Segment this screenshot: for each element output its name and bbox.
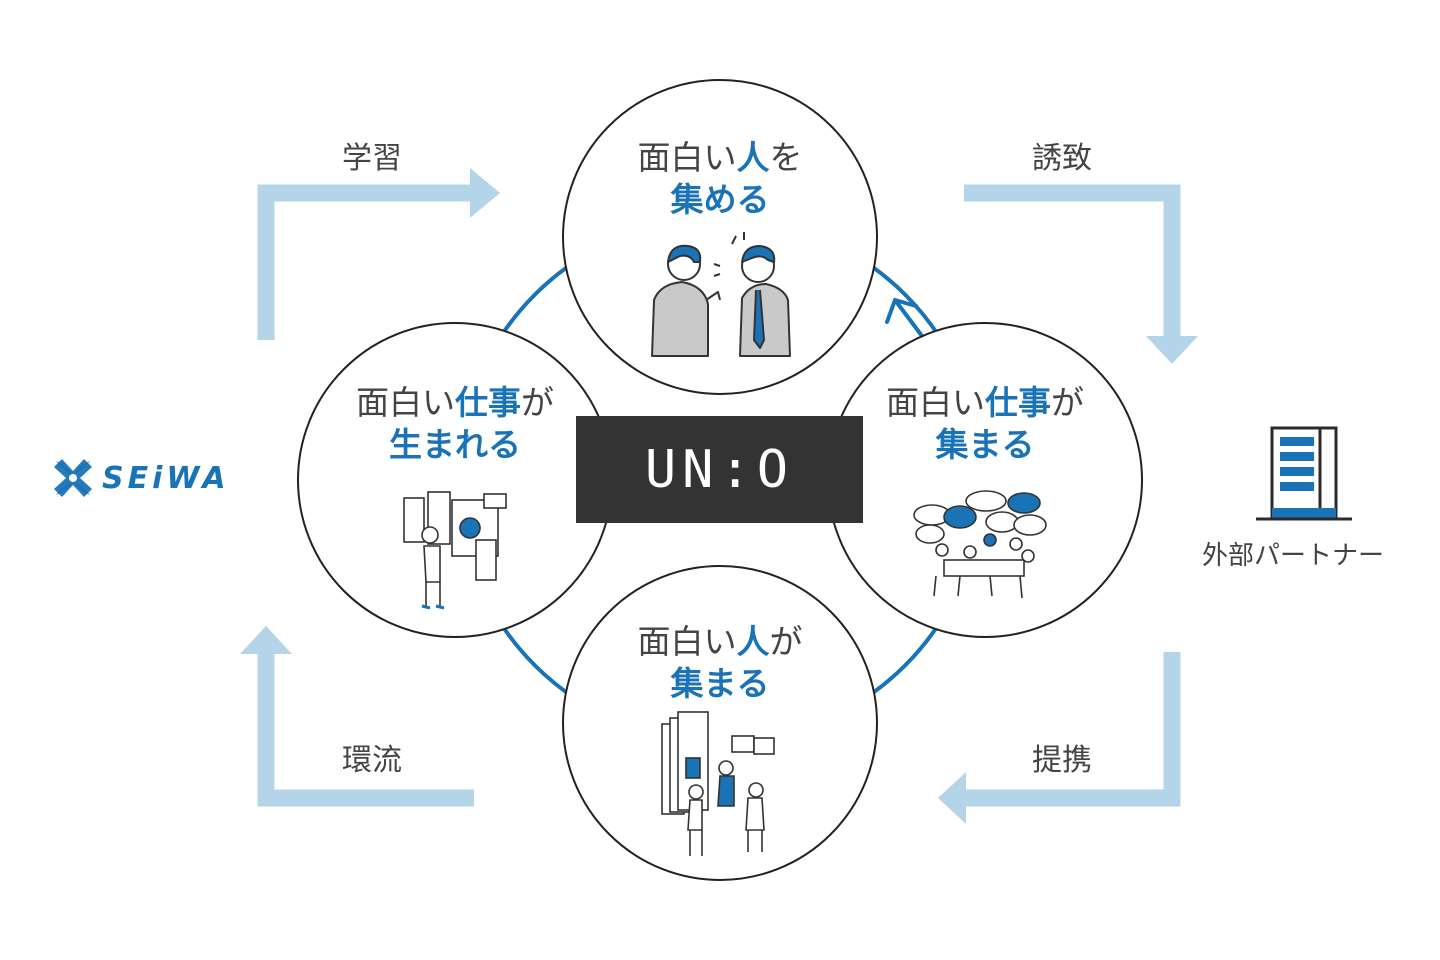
building-icon <box>1256 426 1352 521</box>
flow-arrow-bottom-right <box>938 652 1181 824</box>
circle-right <box>827 322 1143 638</box>
circle-top-caption: 面白い人を 集める <box>560 137 880 221</box>
flow-label-top-left: 学習 <box>342 141 402 176</box>
seiwa-logo: SEiWA <box>52 458 230 498</box>
circle-left-line2: 生まれる <box>389 425 521 464</box>
meeting-with-speech-bubbles-icon <box>913 490 1047 599</box>
ring-arrow-icon <box>885 298 924 338</box>
circle-left-caption: 面白い仕事が 生まれる <box>295 382 615 466</box>
external-partner-label: 外部パートナー <box>1202 541 1385 571</box>
flow-label-bottom-right: 提携 <box>1032 743 1092 778</box>
circle-right-caption: 面白い仕事が 集まる <box>825 382 1145 466</box>
unio-logo: UN:O <box>576 416 863 523</box>
circle-right-line2: 集まる <box>935 425 1035 464</box>
people-at-display-boards-icon <box>661 711 775 856</box>
person-at-whiteboard-icon <box>403 491 507 610</box>
circle-top <box>562 79 878 395</box>
circle-top-line2: 集める <box>670 180 770 219</box>
flow-arrow-bottom-left <box>240 626 474 807</box>
circle-bottom-caption: 面白い人が 集まる <box>560 621 880 705</box>
flow-arrow-top-left <box>257 168 500 340</box>
circle-top-line1: 面白い人を <box>637 138 803 177</box>
seiwa-logo-text: SEiWA <box>102 460 230 496</box>
circle-bottom <box>562 565 878 881</box>
two-people-talking-icon <box>651 232 791 357</box>
flow-arrow-top-right <box>964 184 1198 364</box>
flow-label-top-right: 誘致 <box>1032 141 1092 176</box>
circle-left <box>297 322 613 638</box>
unio-logo-text: UN:O <box>644 439 795 500</box>
circle-left-line1: 面白い仕事が <box>356 383 554 422</box>
seiwa-mark-icon <box>54 459 92 497</box>
circle-bottom-line2: 集まる <box>670 664 770 703</box>
circle-right-line1: 面白い仕事が <box>886 383 1084 422</box>
flow-label-bottom-left: 環流 <box>342 743 402 778</box>
circle-bottom-line1: 面白い人が <box>637 622 803 661</box>
